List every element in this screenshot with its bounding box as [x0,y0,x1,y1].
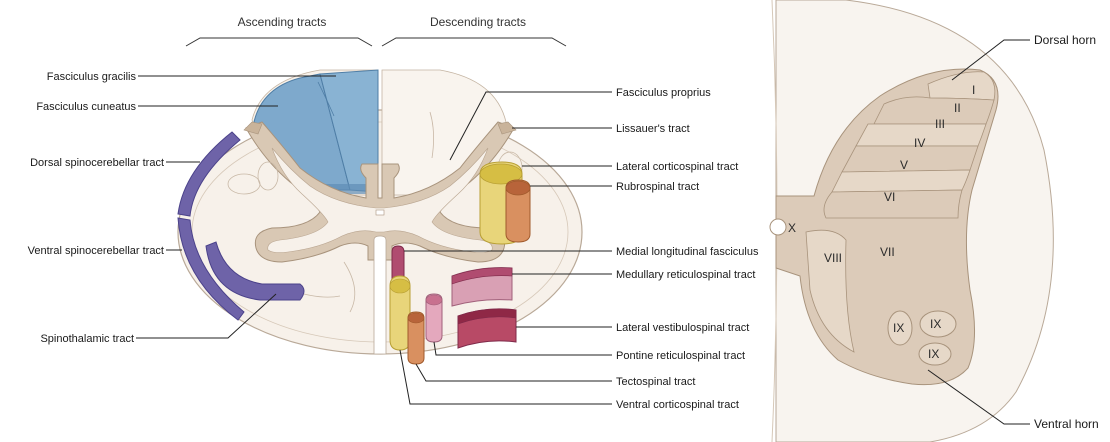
lamina-5 [832,170,970,192]
leader-ventral-corticospinal [400,350,612,404]
lamina-9c-label: IX [928,347,939,361]
lamina-8-label: VIII [824,251,842,265]
label-pontine-reticulospinal: Pontine reticulospinal tract [616,350,745,362]
label-lateral-corticospinal: Lateral corticospinal tract [616,161,738,173]
lamina-3-label: III [935,117,945,131]
rexed-laminae-panel: I II III IV V VI VII VIII IX IX IX X Dor… [770,0,1099,442]
label-tectospinal: Tectospinal tract [616,376,695,388]
central-canal [376,210,384,215]
lamina-6-label: VI [884,190,895,204]
ascending-bracket [186,38,372,46]
ventral-corticospinal-top [390,279,410,293]
label-fasciculus-proprius: Fasciculus proprius [616,87,711,99]
lamina-2-label: II [954,101,961,115]
label-ventral-corticospinal: Ventral corticospinal tract [616,399,739,411]
central-canal-x [770,219,786,235]
label-medullary-reticulospinal: Medullary reticulospinal tract [616,269,755,281]
lamina-9a-label: IX [893,321,904,335]
descending-bracket [382,38,566,46]
label-fasciculus-gracilis: Fasciculus gracilis [47,71,137,83]
leader-tectospinal [416,364,612,381]
label-lissauers: Lissauer's tract [616,123,690,135]
label-dorsal-horn: Dorsal horn [1034,33,1096,47]
pontine-reticulospinal-top [426,295,442,305]
lamina-10-label: X [788,221,796,235]
tectospinal-top [408,313,424,323]
rubrospinal-top [506,181,530,195]
label-rubrospinal: Rubrospinal tract [616,181,699,193]
lamina-4-label: IV [914,136,925,150]
lamina-1-label: I [972,83,975,97]
label-dorsal-spinocerebellar: Dorsal spinocerebellar tract [30,157,164,169]
lamina-2 [874,97,994,124]
lamina-4 [842,146,978,172]
label-ventral-horn: Ventral horn [1034,417,1099,431]
label-lateral-vestibulospinal: Lateral vestibulospinal tract [616,322,749,334]
lamina-5-label: V [900,158,908,172]
descending-header: Descending tracts [430,15,526,29]
label-medial-longitudinal: Medial longitudinal fasciculus [616,246,759,258]
label-ventral-spinocerebellar: Ventral spinocerebellar tract [28,245,164,257]
ascending-header: Ascending tracts [238,15,327,29]
label-spinothalamic: Spinothalamic tract [40,333,134,345]
ventral-median-fissure [374,236,386,354]
cross-section: Ascending tracts Descending tracts [28,15,759,411]
lamina-9b-label: IX [930,317,941,331]
lamina-7-label: VII [880,245,895,259]
label-fasciculus-cuneatus: Fasciculus cuneatus [36,101,136,113]
